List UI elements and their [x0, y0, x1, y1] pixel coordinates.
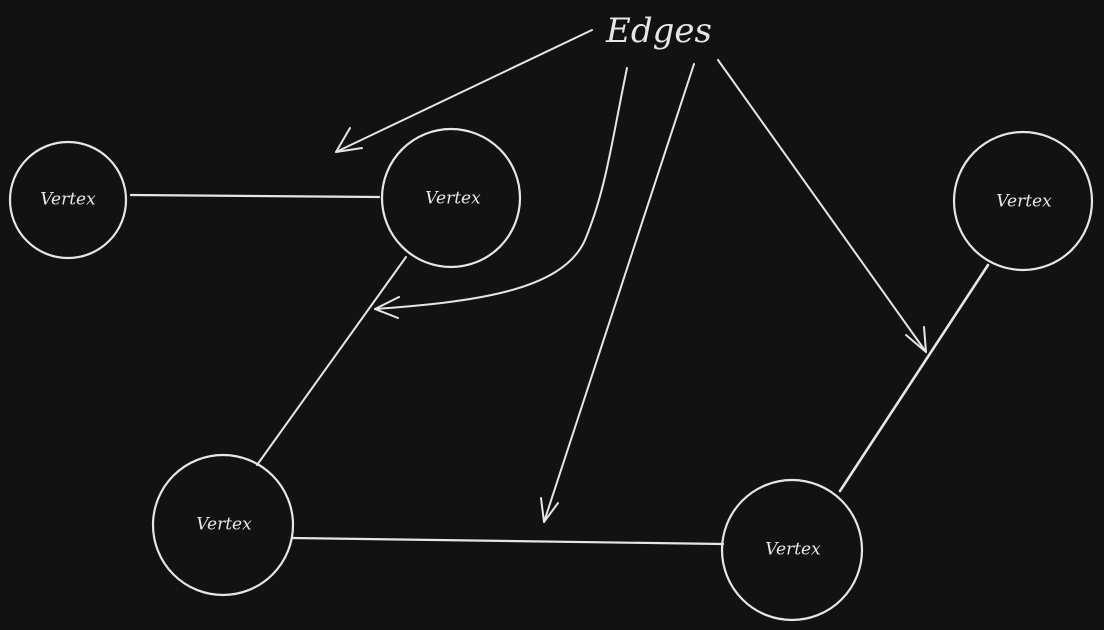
vertex-node[interactable]: Vertex [720, 478, 864, 622]
annotation-arrow [374, 67, 628, 319]
vertex-circle [720, 478, 864, 622]
edge-v2-v4 [256, 256, 407, 466]
arrow-shaft [717, 59, 927, 353]
vertex-node[interactable]: Vertex [380, 127, 522, 269]
vertex-circle [380, 127, 522, 269]
annotation-arrow [335, 29, 593, 153]
edge-v1-v2 [129, 193, 381, 199]
vertex-label: Vertex [196, 515, 252, 535]
arrow-head [374, 296, 400, 319]
vertex-node[interactable]: Vertex [151, 453, 295, 597]
vertex-label: Vertex [765, 540, 821, 560]
vertex-node[interactable]: Vertex [952, 130, 1094, 272]
vertex-node[interactable]: Vertex [8, 140, 128, 260]
vertex-circle [952, 130, 1094, 272]
arrow-shaft [374, 67, 628, 310]
arrow-head [905, 326, 927, 353]
arrow-head [540, 497, 559, 523]
annotation-arrow [717, 59, 927, 353]
vertex-circle [151, 453, 295, 597]
edges-title: Edges [605, 11, 712, 51]
annotation-arrow [540, 63, 695, 523]
arrow-shaft [335, 29, 593, 153]
vertex-label: Vertex [996, 192, 1052, 212]
vertex-label: Vertex [40, 190, 96, 210]
edge-v5-v3 [838, 263, 990, 493]
vertex-label: Vertex [425, 189, 481, 209]
edge-v4-v5 [290, 536, 725, 546]
vertex-circle [8, 140, 128, 260]
arrow-shaft [543, 63, 695, 523]
arrow-head [335, 127, 363, 153]
